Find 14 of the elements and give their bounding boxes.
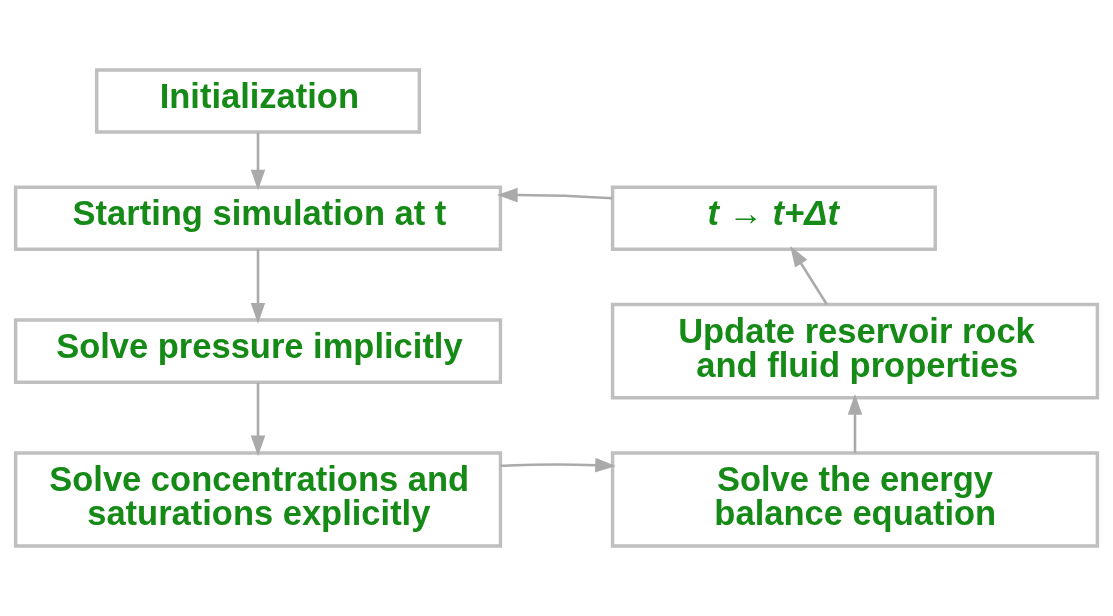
node-box: Starting simulation at t (13, 185, 503, 252)
node-box: Update reservoir rock and fluid properties (610, 302, 1100, 400)
arrow (496, 187, 613, 203)
arrow (250, 132, 266, 191)
arrow (500, 457, 616, 473)
node-box: t → t+Δt (610, 185, 937, 252)
node-box: Solve concentrations and saturations explicitly (13, 451, 503, 548)
arrow (250, 249, 266, 324)
node-box: Initialization (94, 68, 422, 134)
node-box: Solve pressure implicitly (13, 318, 503, 384)
arrow (250, 382, 266, 457)
node-box: Solve the energy balance equation (610, 451, 1100, 548)
arrow (847, 394, 863, 453)
arrow (790, 246, 828, 306)
